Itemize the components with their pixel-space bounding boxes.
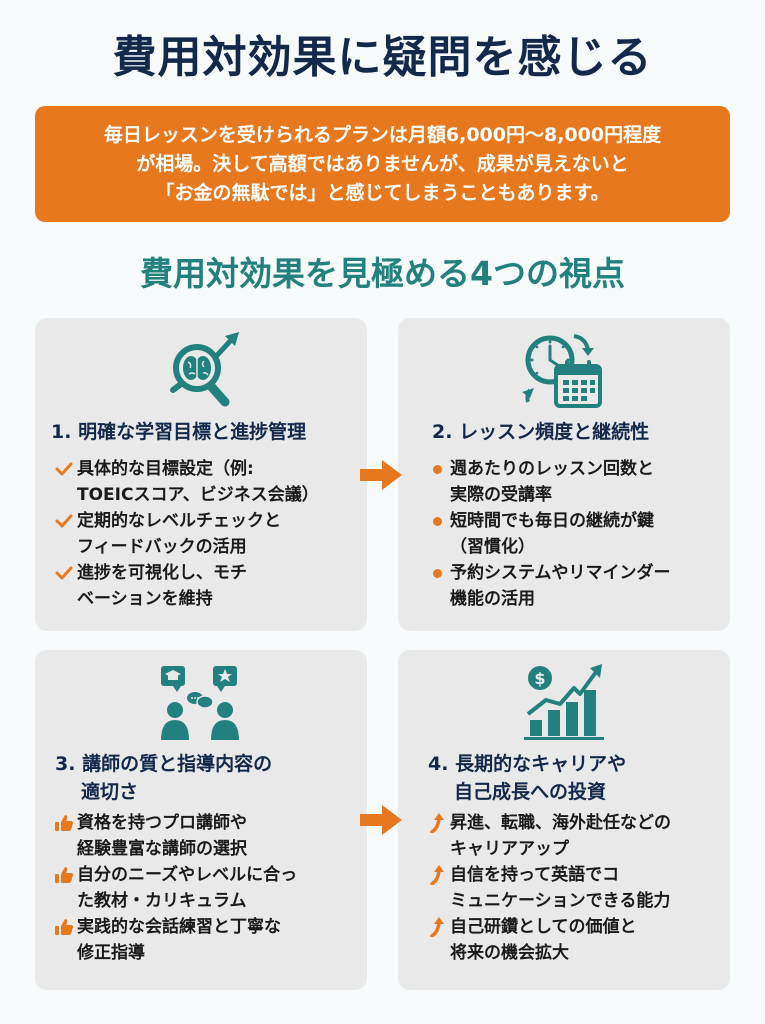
bullet-text: 自信を持って英語でコ [450,865,620,885]
cost-info-banner: 毎日レッスンを受けられるプランは月額6,000円～8,000円程度 が相場。決し… [35,106,730,222]
card-title: 1. 明確な学習目標と進捗管理 [51,418,357,446]
card-title-text: 長期的なキャリアや [455,753,627,775]
bullet-text: 具体的な目標設定（例: [77,459,254,479]
bullet-text: 定期的なレベルチェックと [77,511,281,531]
card-title: 2. レッスン頻度と継続性 [432,418,720,446]
section-title: 費用対効果を見極める4つの視点 [140,254,625,293]
check-icon [51,456,77,482]
list-item: 定期的なレベルチェックとフィードバックの活用 [51,508,359,560]
card-number: 3. [55,753,76,775]
card-title: 3. 講師の質と指導内容の 適切さ [55,750,357,806]
check-icon [51,560,77,586]
card-learning-goals: 1. 明確な学習目標と進捗管理 具体的な目標設定（例: TOEICスコア、ビジネス… [35,318,367,631]
banner-line: 毎日レッスンを受けられるプランは月額6,000円～8,000円程度 [103,123,662,146]
bullet-text: 進捗を可視化し、モチ [77,563,247,583]
bullet-text: 将来の機会拡大 [450,943,569,963]
bullet-text: た教材・カリキュラム [77,891,247,911]
teacher-student-conversation-icon [161,666,239,740]
bullet-text: 実践的な会話練習と丁寧な [77,917,281,937]
thumbs-up-icon [51,914,77,940]
bullet-list: 昇進、転職、海外赴任などのキャリアアップ 自信を持って英語でコミュニケーションで… [424,810,722,966]
dot-icon [424,560,450,586]
curved-up-arrow-icon [424,810,450,836]
card-lesson-frequency: 2. レッスン頻度と継続性 週あたりのレッスン回数と実際の受講率 短時間でも毎日… [398,318,730,631]
dot-icon [424,508,450,534]
dot-icon [424,456,450,482]
card-title-text: 明確な学習目標と進捗管理 [78,421,307,443]
bullet-text: キャリアアップ [450,839,569,859]
bullet-text: 機能の活用 [450,589,535,609]
bullet-text: 自分のニーズやレベルに合っ [77,865,298,885]
brain-magnifier-growth-icon [170,332,239,407]
bullet-text: （習慣化） [450,537,535,557]
banner-line: が相場。決して高額ではありませんが、成果が見えないと [136,152,629,175]
card-title: 4. 長期的なキャリアや 自己成長への投資 [428,750,720,806]
thumbs-up-icon [51,810,77,836]
card-title-text: 適切さ [81,781,139,803]
bullet-text: 自己研鑽としての価値と [450,917,637,937]
card-number: 1. [51,421,72,443]
bullet-text: 短時間でも毎日の継続が鍵 [450,511,654,531]
card-title-text: レッスン頻度と継続性 [459,421,650,443]
right-arrow-icon [360,805,402,835]
list-item: 資格を持つプロ講師や経験豊富な講師の選択 [51,810,359,862]
card-instructor-quality: 3. 講師の質と指導内容の 適切さ 資格を持つプロ講師や経験豊富な講師の選択 自… [35,650,367,990]
list-item: 自己研鑽としての価値と将来の機会拡大 [424,914,722,966]
bullet-text: 経験豊富な講師の選択 [77,839,247,859]
list-item: 短時間でも毎日の継続が鍵 （習慣化） [424,508,722,560]
svg-text:$: $ [534,669,545,688]
curved-up-arrow-icon [424,914,450,940]
bullet-text: ミュニケーションできる能力 [450,891,671,911]
card-number: 4. [428,753,449,775]
list-item: 予約システムやリマインダー機能の活用 [424,560,722,612]
bullet-text: フィードバックの活用 [77,537,247,557]
page-title: 費用対効果に疑問を感じる [112,32,653,83]
bullet-list: 資格を持つプロ講師や経験豊富な講師の選択 自分のニーズやレベルに合った教材・カリ… [51,810,359,966]
bullet-text: 昇進、転職、海外赴任などの [450,813,671,833]
bullet-text: TOEICスコア、ビジネス会議） [77,485,319,505]
banner-line: 「お金の無駄では」と感じてしまうこともあります。 [155,181,610,204]
check-icon [51,508,77,534]
bullet-text: ベーションを維持 [77,589,213,609]
bullet-list: 週あたりのレッスン回数と実際の受講率 短時間でも毎日の継続が鍵 （習慣化） 予約シ… [424,456,722,612]
dollar-growth-chart-icon: $ [524,664,604,740]
list-item: 実践的な会話練習と丁寧な修正指導 [51,914,359,966]
card-number: 2. [432,421,453,443]
bullet-text: 予約システムやリマインダー [450,563,671,583]
bullet-text: 実際の受講率 [450,485,552,505]
list-item: 進捗を可視化し、モチベーションを維持 [51,560,359,612]
bullet-list: 具体的な目標設定（例: TOEICスコア、ビジネス会議） 定期的なレベルチェックと… [51,456,359,612]
card-title-text: 自己成長への投資 [454,781,607,803]
list-item: 具体的な目標設定（例: TOEICスコア、ビジネス会議） [51,456,359,508]
bullet-text: 週あたりのレッスン回数と [450,459,654,479]
card-title-text: 講師の質と指導内容の [82,753,273,775]
curved-up-arrow-icon [424,862,450,888]
list-item: 自分のニーズやレベルに合った教材・カリキュラム [51,862,359,914]
card-career-investment: $ 4. 長期的なキャリアや 自己成長への投資 昇進、転職、海外赴任などのキャリ… [398,650,730,990]
thumbs-up-icon [51,862,77,888]
right-arrow-icon [360,460,402,490]
list-item: 昇進、転職、海外赴任などのキャリアアップ [424,810,722,862]
bullet-text: 資格を持つプロ講師や [77,813,247,833]
clock-calendar-cycle-icon [522,334,602,408]
list-item: 週あたりのレッスン回数と実際の受講率 [424,456,722,508]
bullet-text: 修正指導 [77,943,145,963]
list-item: 自信を持って英語でコミュニケーションできる能力 [424,862,722,914]
